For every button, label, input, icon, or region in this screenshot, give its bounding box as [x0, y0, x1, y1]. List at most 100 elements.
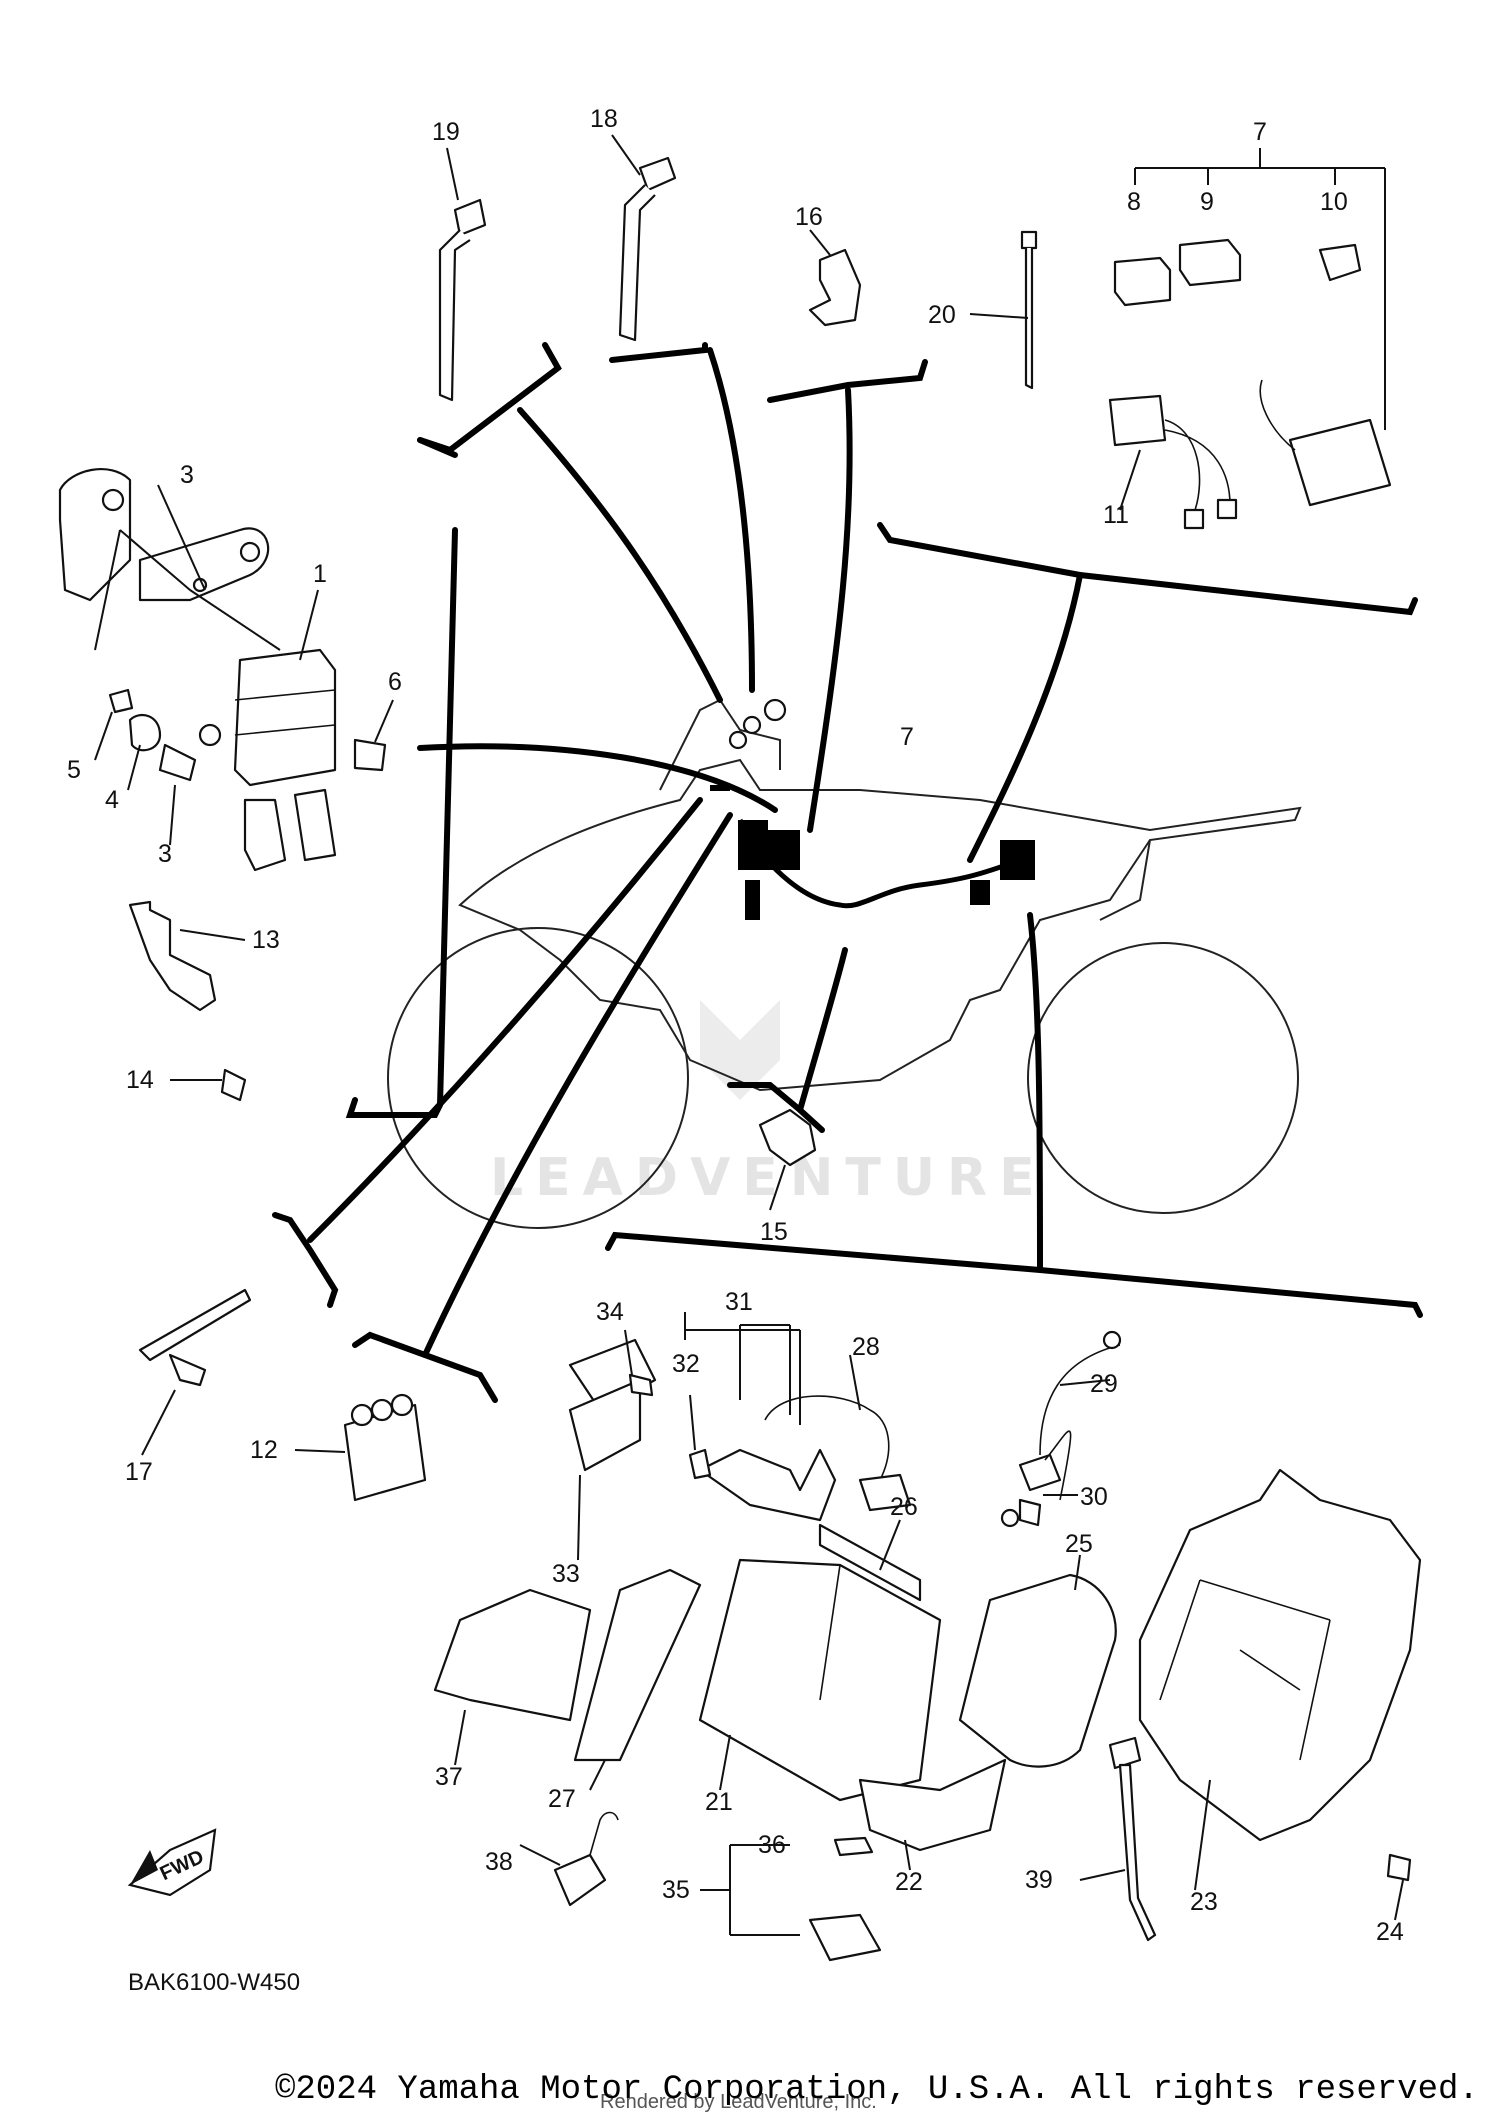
callout-16: 16	[795, 203, 823, 231]
callout-34: 34	[596, 1298, 624, 1326]
handlebar-area	[659, 698, 781, 791]
bracket-12	[352, 1331, 498, 1403]
part-2-bracket-right	[138, 527, 270, 602]
callout-11: 11	[1103, 501, 1129, 529]
battery-group	[433, 1312, 1422, 1962]
leader-17	[307, 797, 703, 1243]
part-28-relay	[698, 1448, 837, 1522]
callout-13: 13	[252, 926, 280, 954]
part-39-tie-head	[1108, 1736, 1142, 1770]
callout-22: 22	[895, 1868, 923, 1896]
callout-37: 37	[435, 1763, 463, 1791]
callout-27: 27	[548, 1785, 576, 1813]
callout-9: 9	[1200, 188, 1214, 216]
callout-20: 20	[928, 301, 956, 329]
bracket-19	[417, 342, 562, 454]
callout-labels: 19 18 16 7 8 9 10 20 11 3 1 6 5 4 3 7 13…	[67, 105, 1404, 1946]
callout-25: 25	[1065, 1530, 1093, 1558]
callout-29: 29	[1090, 1370, 1118, 1398]
part-38-sensor	[553, 1853, 607, 1907]
watermark-logo-icon	[700, 1000, 780, 1100]
part-9-relay	[1178, 238, 1242, 287]
part-25-sheet	[958, 1573, 1117, 1768]
callout-28: 28	[852, 1333, 880, 1361]
part-1-ecu-assembly	[58, 468, 394, 872]
part-26-pad	[818, 1523, 922, 1602]
watermark-text: LEADVENTURE	[490, 1148, 1047, 1208]
callout-19: 19	[432, 118, 460, 146]
bracket-16	[767, 359, 928, 403]
part-8-relay	[1113, 256, 1172, 307]
callout-35: 35	[662, 1876, 690, 1904]
part-6-bolt	[353, 738, 387, 772]
front-wheel	[387, 927, 689, 1229]
bracket-1	[345, 527, 458, 1118]
callout-26: 26	[890, 1493, 918, 1521]
bracket-battery	[605, 1231, 1423, 1318]
part-33-cover	[568, 1338, 657, 1412]
fwd-arrow-icon: FWD	[127, 1828, 217, 1897]
part-5-collar	[108, 688, 134, 714]
callout-30: 30	[1080, 1483, 1108, 1511]
callout-33: 33	[552, 1560, 580, 1588]
leader-7-top	[967, 572, 1083, 863]
rendered-by: Rendered by LeadVenture, Inc.	[600, 2091, 877, 2113]
callout-32: 32	[672, 1350, 700, 1378]
part-14-bolt	[220, 1068, 247, 1102]
part-4-grommet	[128, 713, 162, 752]
callout-2: 3	[180, 461, 194, 489]
harness-clip	[710, 785, 730, 791]
harness-connector-rear-2	[970, 880, 990, 905]
callout-3: 3	[158, 840, 172, 868]
callout-4: 4	[105, 786, 119, 814]
part-21-battery	[698, 1558, 942, 1802]
harness-ring-1	[742, 715, 762, 735]
harness-ring-3	[763, 698, 787, 722]
callout-18: 18	[590, 105, 618, 133]
bracket-15	[727, 1082, 825, 1133]
callout-7-bike: 7	[900, 723, 914, 751]
part-30-bolt	[1018, 1498, 1042, 1527]
bracket-17	[272, 1212, 339, 1308]
part-10-fuse	[1318, 243, 1362, 282]
watermark: LEADVENTURE	[490, 1000, 1047, 1208]
motorcycle-outline	[387, 698, 1302, 1229]
part-12-coupler	[294, 1393, 427, 1502]
callout-7-top: 7	[1253, 118, 1267, 146]
leader-1	[417, 743, 778, 813]
bracket-7	[877, 522, 1418, 616]
callout-36: 36	[758, 1831, 786, 1859]
harness-on-bike	[710, 698, 1035, 920]
part-7-fuse-box	[1288, 418, 1392, 507]
part-37-cover	[433, 1588, 592, 1722]
bike-body	[458, 758, 1302, 1092]
callout-31: 31	[725, 1288, 753, 1316]
callout-12: 12	[250, 1436, 278, 1464]
part-11-connector	[1108, 394, 1167, 447]
part-34-screw	[628, 1373, 654, 1397]
callout-17: 17	[125, 1458, 153, 1486]
harness-connector-front-2	[760, 830, 800, 870]
part-39-cable-tie	[1118, 1763, 1157, 1942]
rear-fender	[1099, 839, 1151, 921]
callout-23: 23	[1190, 1888, 1218, 1916]
part-27-band	[573, 1568, 702, 1762]
copyright: ©2024 Yamaha Motor Corporation, U.S.A. A…	[275, 2071, 1479, 2109]
callout-21: 21	[705, 1788, 733, 1816]
main-harness	[737, 818, 1021, 909]
leader-15	[797, 947, 848, 1113]
callout-5: 5	[67, 756, 81, 784]
part-16-clamp	[808, 229, 862, 327]
leader-16	[807, 387, 853, 833]
leader-12	[422, 812, 733, 1358]
part-29-lead	[1018, 1453, 1062, 1492]
part-7-group	[1108, 148, 1392, 530]
leader-19	[517, 407, 723, 703]
part-35-fuse-holder	[808, 1913, 882, 1962]
bracket-18	[609, 342, 708, 363]
harness-connector-front-3	[745, 880, 760, 920]
leader-battery-group	[1027, 912, 1043, 1273]
part-3-bolt	[158, 743, 197, 782]
callout-15: 15	[760, 1218, 788, 1246]
